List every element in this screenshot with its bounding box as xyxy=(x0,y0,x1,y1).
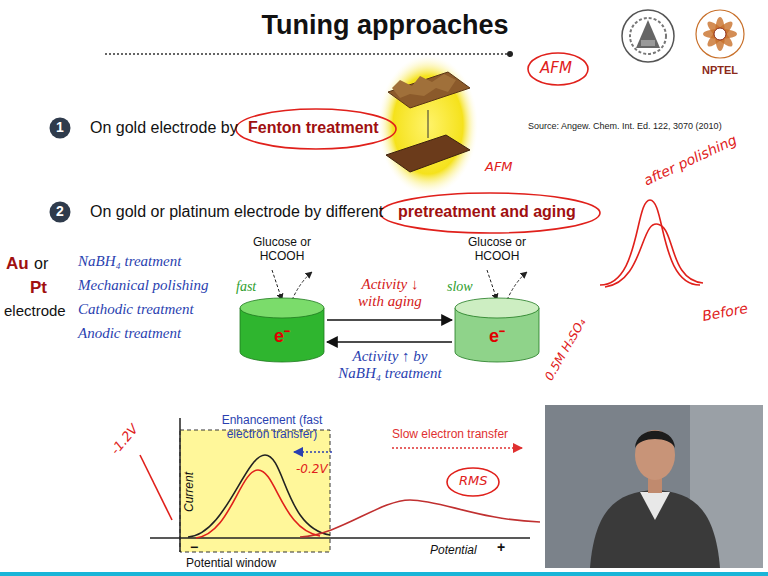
handwritten-note: AFM xyxy=(540,60,572,77)
slow-transfer-arrow xyxy=(392,447,522,449)
edge-label: Activity ↑ by NaBH₄ treatment xyxy=(336,348,444,383)
cylinder-top xyxy=(240,298,324,318)
reactant-label: Glucose or HCOOH xyxy=(250,236,314,264)
electrode-label: electrode xyxy=(4,302,66,319)
title-rule xyxy=(105,53,508,55)
badge-circle xyxy=(50,202,71,223)
activity-arrow xyxy=(327,319,452,321)
statement-text: On gold electrode by xyxy=(90,119,238,137)
reactant-arrow xyxy=(487,270,497,300)
treatment-item: Anodic treatment xyxy=(78,325,181,342)
badge-circle xyxy=(50,118,71,139)
treatment-item: Cathodic treatment xyxy=(78,301,194,318)
step-number: 1 xyxy=(49,117,71,139)
metal-name: Pt xyxy=(30,278,47,298)
active-electrode: e⁻ xyxy=(240,298,324,362)
slow-transfer-curve xyxy=(300,500,540,537)
title-rule-dot xyxy=(507,51,513,57)
potential-axis xyxy=(150,537,530,539)
edge-label: Activity ↓ with aging xyxy=(350,276,430,311)
connector-word: or xyxy=(34,255,48,273)
step-number-text: 2 xyxy=(56,204,64,219)
handwritten-note: Before xyxy=(701,300,749,324)
potential-window-band xyxy=(180,430,330,552)
aged-electrode: e⁻ xyxy=(455,298,539,362)
reactant-label: Glucose or HCOOH xyxy=(465,236,529,264)
axis-note: Potential window xyxy=(186,557,276,571)
fast-transfer-curve xyxy=(188,455,330,537)
product-arrow xyxy=(292,272,312,300)
handwritten-note: AFM xyxy=(485,160,513,175)
statement-text: On gold or platinum electrode by differe… xyxy=(90,203,383,221)
handwritten-note: after polishing xyxy=(641,131,739,188)
handwritten-note: -0.2V xyxy=(296,463,328,477)
electron-symbol: e⁻ xyxy=(489,327,505,347)
axis-sign: − xyxy=(190,539,198,555)
handwritten-note: RMS xyxy=(459,474,488,489)
source-citation: Source: Angew. Chem. Int. Ed. 122, 3070 … xyxy=(528,121,722,131)
logo-text: NPTEL xyxy=(702,64,738,77)
reactant-arrow xyxy=(272,270,282,300)
footer-bar xyxy=(0,572,768,576)
nptel-logo xyxy=(696,10,744,58)
treatment-item: NaBH₄ treatment xyxy=(78,253,181,270)
rate-label: fast xyxy=(236,279,256,295)
step-number-text: 1 xyxy=(56,120,64,135)
treatment-item: Mechanical polishing xyxy=(78,277,208,294)
curve-note: Slow electron transfer xyxy=(392,428,508,442)
afm-image xyxy=(378,55,478,195)
current-axis xyxy=(179,418,181,552)
metal-name: Au xyxy=(6,254,29,274)
curve-note: Enhancement (fast electron transfer) xyxy=(205,414,339,442)
method-name: Fenton treatment xyxy=(248,119,379,137)
product-arrow xyxy=(507,272,527,300)
electron-symbol: e⁻ xyxy=(274,327,290,347)
rate-label: slow xyxy=(447,279,473,295)
handwritten-note: -1.2V xyxy=(108,422,141,458)
slide-title: Tuning approaches xyxy=(261,10,508,41)
enhancement-arrow xyxy=(294,451,332,453)
method-name: pretreatment and aging xyxy=(398,203,576,221)
institute-logo xyxy=(622,10,674,62)
axis-title: Potential xyxy=(430,544,477,558)
step-number: 2 xyxy=(49,201,71,223)
cylinder-top xyxy=(455,298,539,318)
presenter-video xyxy=(545,405,763,568)
activity-arrow xyxy=(327,341,452,343)
axis-sign: + xyxy=(497,539,505,555)
handwritten-note: 0.5M H₂SO₄ xyxy=(543,317,589,384)
axis-title: Current xyxy=(183,472,197,512)
